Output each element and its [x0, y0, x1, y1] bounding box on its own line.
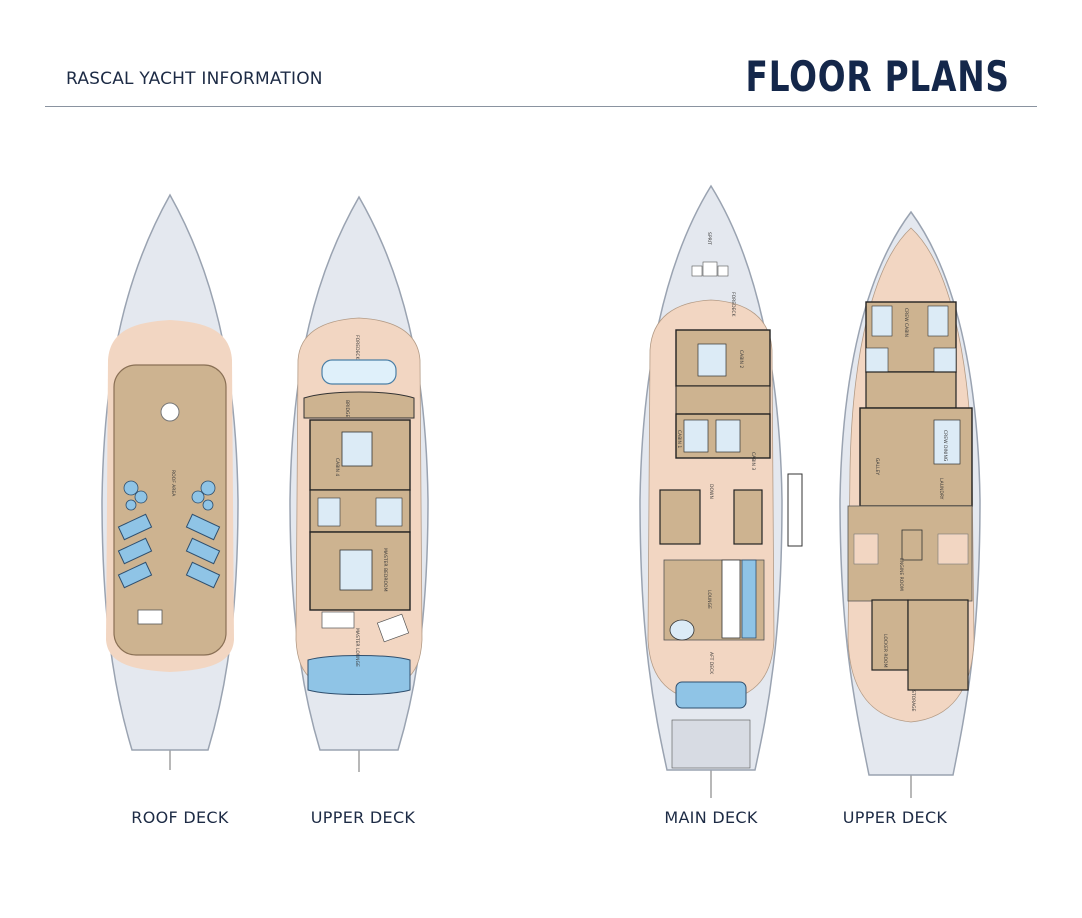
main-deck-plan: SPRIT FOREDECK CABIN 2 CABIN 1 CABIN 3 D…	[639, 184, 803, 798]
label-galley: GALLEY	[874, 458, 880, 475]
label-foredeck: FOREDECK	[354, 335, 360, 361]
label-bridge: BRIDGE	[344, 400, 350, 417]
label-laundry: LAUNDRY	[938, 478, 944, 500]
header-divider	[45, 106, 1037, 107]
deck-label-main: MAIN DECK	[664, 808, 758, 827]
label-master-bedroom: MASTER BEDROOM	[382, 548, 388, 592]
page-title: FLOOR PLANS	[745, 52, 1010, 101]
deck-label-roof: ROOF DECK	[131, 808, 229, 827]
page-subtitle: RASCAL YACHT INFORMATION	[66, 69, 323, 89]
upper-deck-plan-right: CREW CABIN GALLEY CREW DINING LAUNDRY EN…	[839, 210, 981, 798]
upper-deck-plan-left: FOREDECK BRIDGE CABIN 4 MASTER BEDROOM M…	[289, 195, 429, 772]
label-engine-room: ENGINE ROOM	[898, 558, 904, 591]
deck-label-upper-right: UPPER DECK	[842, 808, 948, 827]
label-crew-dining: CREW DINING	[942, 430, 948, 462]
roof-deck-plan: ROOF AREA	[101, 193, 239, 770]
label-cabin-2: CABIN 2	[738, 350, 744, 368]
label-cabin-3: CABIN 3	[750, 452, 756, 470]
label-cabin-4: CABIN 4	[334, 458, 340, 476]
label-cabin-1: CABIN 1	[676, 430, 682, 448]
label-sprit: SPRIT	[706, 232, 712, 245]
label-master-lounge: MASTER LOUNGE	[354, 628, 360, 667]
deck-label-upper-left: UPPER DECK	[310, 808, 416, 827]
label-crew-cabin: CREW CABIN	[903, 308, 909, 337]
label-down: DOWN	[708, 484, 714, 499]
label-locker-room: LOCKER ROOM	[882, 634, 888, 668]
label-storage: STORAGE	[910, 690, 916, 712]
label-aft-deck: AFT DECK	[708, 652, 714, 675]
label-roof-area: ROOF AREA	[170, 470, 176, 497]
label-lounge: LOUNGE	[706, 590, 712, 609]
label-foredeck-main: FOREDECK	[730, 292, 736, 318]
